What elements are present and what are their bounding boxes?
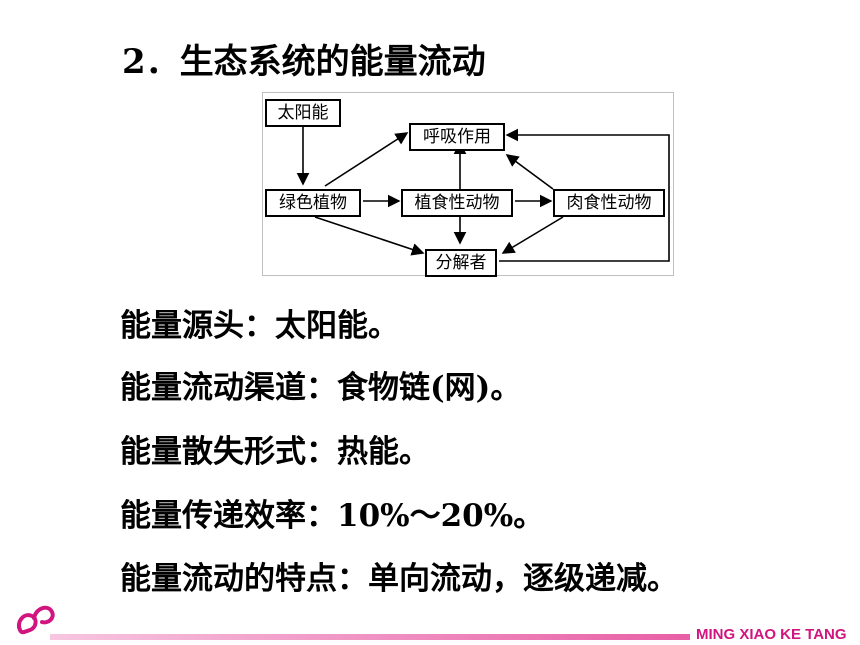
fact-energy-source: 能量源头：太阳能。 xyxy=(120,308,399,344)
pink-link-icon xyxy=(14,600,58,644)
fact-flow-channel: 能量流动渠道：食物链(网)。 xyxy=(120,370,522,406)
arrow-decomposers-to-respiration xyxy=(499,128,670,262)
arrow-carnivores-to-decomposers xyxy=(501,216,564,254)
fact-flow-characteristics: 能量流动的特点：单向流动，逐级递减。 xyxy=(120,561,678,597)
footer-bar xyxy=(50,634,690,640)
fact-transfer-efficiency: 能量传递效率：10%～20%。 xyxy=(120,498,545,534)
node-green-plants: 绿色植物 xyxy=(265,189,361,217)
node-respiration: 呼吸作用 xyxy=(409,123,505,151)
footer-brand: MING XIAO KE TANG xyxy=(696,626,847,643)
arrow-carnivores-to-respiration xyxy=(505,154,554,190)
node-decomposers: 分解者 xyxy=(425,249,497,277)
node-carnivores: 肉食性动物 xyxy=(553,189,665,217)
arrow-plants-to-respiration xyxy=(324,132,409,187)
arrow-plants-to-decomposers xyxy=(314,216,425,256)
fact-dissipation-form: 能量散失形式：热能。 xyxy=(120,434,430,470)
node-sun: 太阳能 xyxy=(265,99,341,127)
diagram-arrows xyxy=(296,125,670,262)
page-title: 2．生态系统的能量流动 xyxy=(122,42,486,82)
node-herbivores: 植食性动物 xyxy=(401,189,513,217)
energy-flow-diagram: 太阳能 呼吸作用 绿色植物 植食性动物 肉食性动物 分解者 xyxy=(262,92,674,277)
